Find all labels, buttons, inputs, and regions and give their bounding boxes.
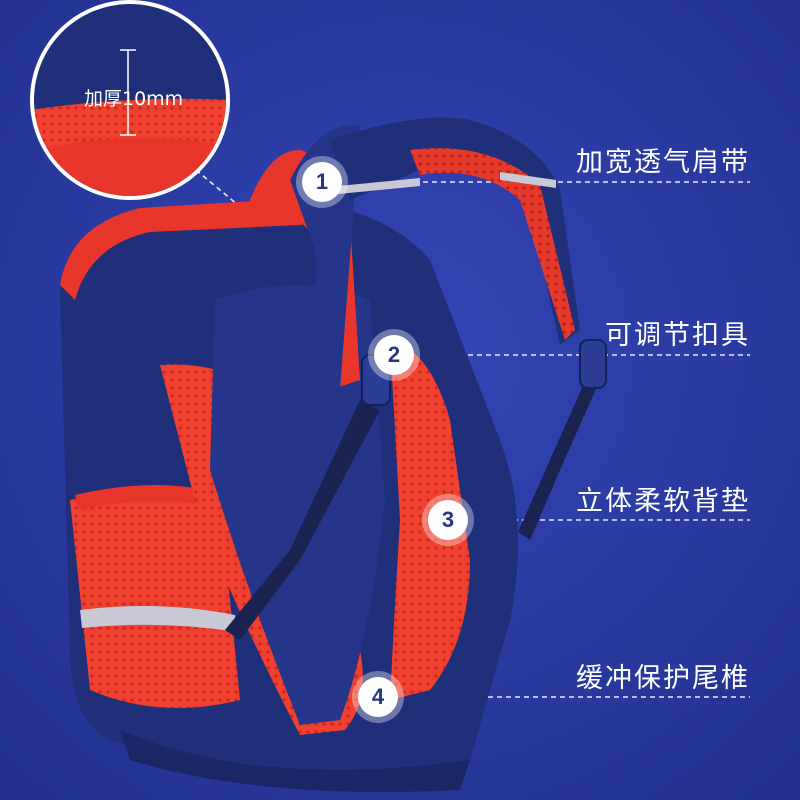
callout-label-1: 加宽透气肩带: [576, 147, 750, 178]
callout-label-3: 立体柔软背垫: [576, 486, 750, 517]
callout-badge-2: 2: [374, 335, 414, 375]
callout-badge-3: 3: [428, 500, 468, 540]
callout-label-2: 可调节扣具: [605, 320, 750, 351]
callout-label-4: 缓冲保护尾椎: [576, 663, 750, 694]
callout-badge-4: 4: [358, 677, 398, 717]
zoom-thickness-label: 加厚10mm: [84, 88, 184, 110]
zoom-inset: [30, 0, 230, 200]
callout-badge-1: 1: [302, 162, 342, 202]
